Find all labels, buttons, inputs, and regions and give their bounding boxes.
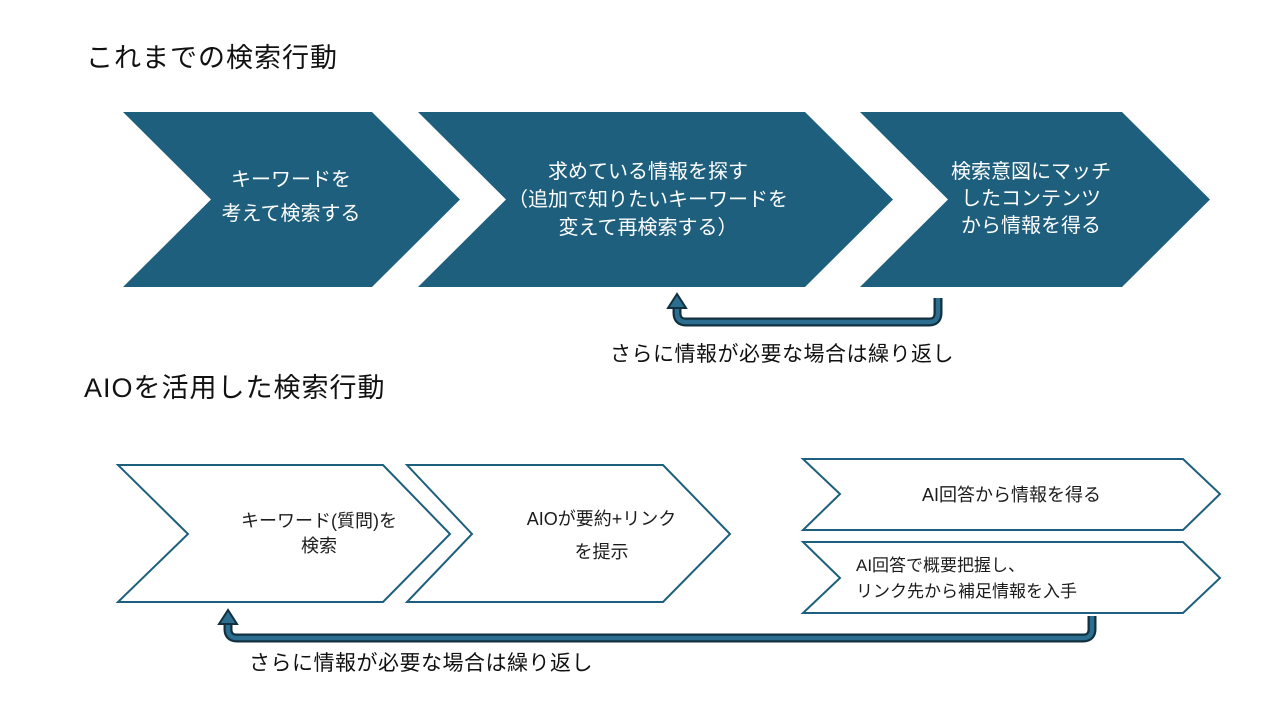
step2-label: 求めている情報を探す （追加で知りたいキーワードを 変えて再検索する） [498,158,798,242]
step2-label-line1: 求めている情報を探す [548,161,748,183]
step3-label-line3: から情報を得る [961,215,1101,237]
chevron-step2-find-info [418,112,893,287]
loop-note-bottom: さらに情報が必要な場合は繰り返し [249,652,593,675]
chevron-aio-step1-keyword-question [115,464,452,603]
step1-label-line2: 考えて検索する [221,203,361,225]
chevron-step1-keyword-search [123,112,460,287]
chevron-aio-step2-summary-links [404,464,732,603]
step2-label-line3: 変えて再検索する） [558,217,738,239]
aio-step1-label-line1: キーワード(質問)を [241,511,397,531]
section-title-traditional-search: これまでの検索行動 [86,43,338,73]
loop-arrow-top [674,298,941,325]
loop-arrow-bottom-head-icon [217,608,239,625]
section-title-aio-search: AIOを活用した検索行動 [84,373,386,403]
aio-branch2-label: AI回答で概要把握し、 リンク先から補足情報を入手 [856,553,1186,605]
step1-label: キーワードを 考えて検索する [171,163,411,231]
chevron-step3-get-info [860,112,1210,287]
aio-step2-label-line1: AIOが要約+リンク [526,509,677,529]
aio-step2-label-line2: を提示 [574,542,629,562]
loop-arrow-bottom [225,616,1095,641]
chevron-aio-branch2-links-supplement [800,541,1222,614]
loop-note-top: さらに情報が必要な場合は繰り返し [610,343,954,366]
aio-branch1-label: AI回答から情報を得る [840,483,1183,507]
aio-step1-label: キーワード(質問)を 検索 [188,509,450,559]
step3-label: 検索意図にマッチ したコンテンツ から情報を得る [881,159,1181,240]
step3-label-line2: したコンテンツ [961,188,1101,210]
chevron-aio-branch1-ai-answer [800,458,1222,531]
aio-branch1-label-line1: AI回答から情報を得る [921,485,1101,505]
loop-arrow-top-head-icon [666,292,688,309]
step1-label-line1: キーワードを [231,169,351,191]
aio-step1-label-line2: 検索 [301,536,337,556]
loop-arrow-top-outline [672,298,943,327]
aio-step2-label: AIOが要約+リンク を提示 [473,503,730,569]
aio-branch2-label-line1: AI回答で概要把握し、 [856,556,1026,575]
step3-label-line1: 検索意図にマッチ [951,161,1111,183]
step2-label-line2: （追加で知りたいキーワードを [508,189,788,211]
loop-arrow-bottom-outline [223,616,1097,643]
aio-branch2-label-line2: リンク先から補足情報を入手 [856,582,1077,601]
